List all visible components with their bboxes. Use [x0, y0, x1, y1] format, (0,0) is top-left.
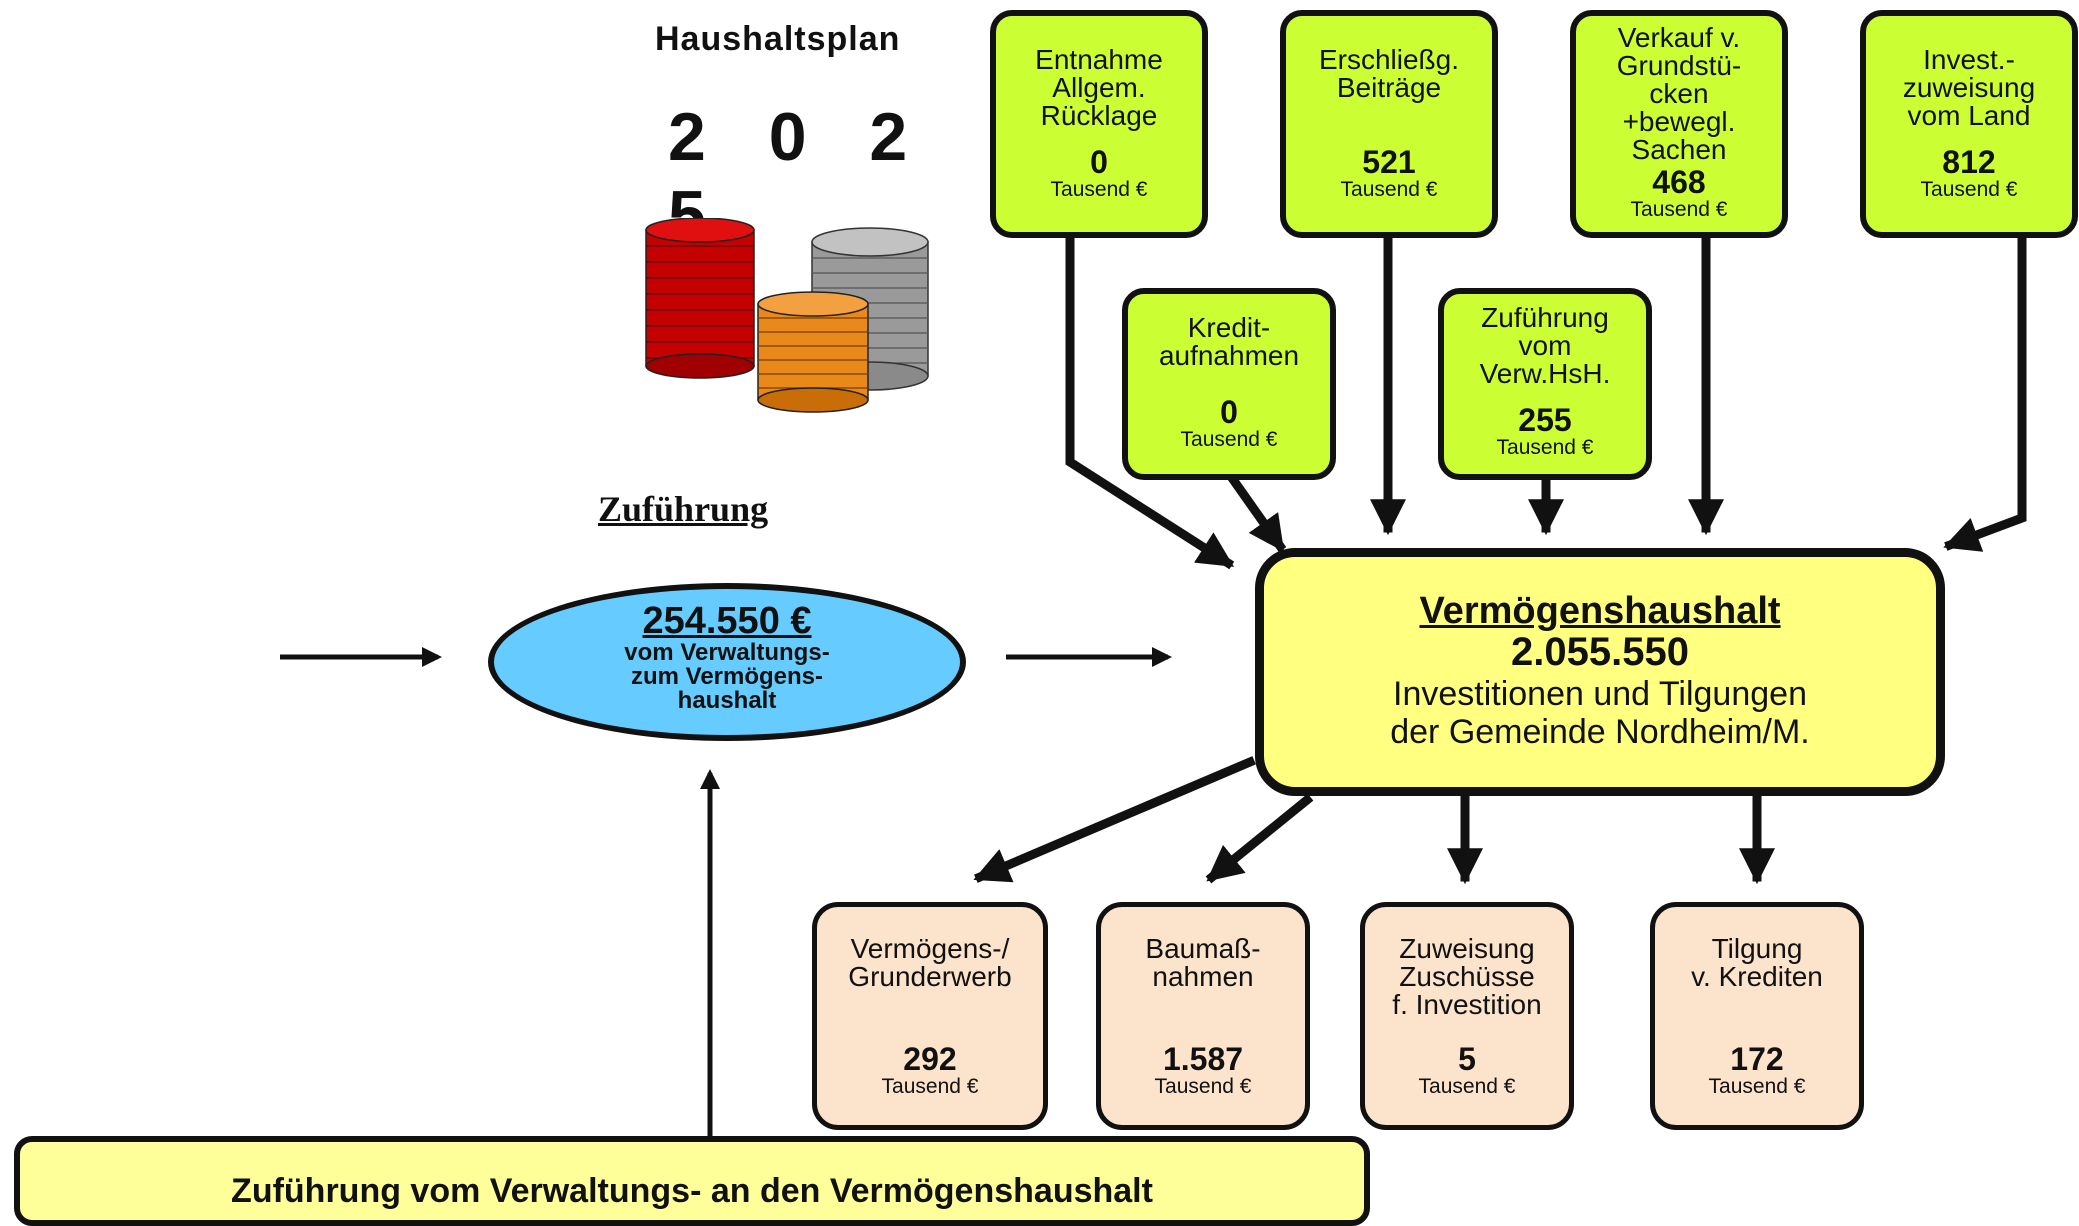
use-value: 5 — [1458, 1041, 1476, 1077]
source-label: Zuführung vom Verw.HsH. — [1479, 302, 1611, 389]
arrow-kredit — [1225, 471, 1287, 553]
source-label: Entnahme Allgem. Rücklage — [1035, 44, 1163, 131]
source-label: Erschließg. Beiträge — [1318, 44, 1460, 103]
source-value: 521 — [1362, 144, 1416, 180]
source-unit: Tausend € — [1180, 428, 1278, 451]
transfer-heading: Zuführung — [598, 489, 769, 529]
use-label: Tilgung v. Krediten — [1691, 933, 1823, 992]
source-box-zufuehrung-verwhsh: Zuführung vom Verw.HsH. 255 Tausend € — [1438, 288, 1652, 480]
source-value: 468 — [1652, 164, 1706, 200]
source-label: Invest.- zuweisung vom Land — [1902, 44, 2036, 131]
arrow-land — [1943, 231, 2027, 552]
use-box-tilgung: Tilgung v. Krediten 172 Tausend € — [1650, 902, 1864, 1130]
source-unit: Tausend € — [1630, 198, 1728, 221]
source-unit: Tausend € — [1050, 178, 1148, 201]
main-description: Investitionen und Tilgungen der Gemeinde… — [1390, 675, 1810, 751]
source-value: 812 — [1942, 144, 1996, 180]
coin-stacks-icon — [645, 218, 929, 413]
use-unit: Tausend € — [1154, 1075, 1252, 1098]
footer-banner: Zuführung vom Verwaltungs- an den Vermög… — [14, 1136, 1370, 1226]
plan-title: Haushaltsplan — [655, 20, 901, 58]
use-unit: Tausend € — [881, 1075, 979, 1098]
arrow-ruecklage — [1065, 231, 1235, 570]
arrow-to-grunderwerb — [973, 756, 1256, 883]
transfer-ellipse: 254.550 € vom Verwaltungs- zum Vermögens… — [488, 583, 966, 741]
source-label: Verkauf v. Grundstü- cken +bewegl. Sache… — [1616, 22, 1742, 165]
use-box-zuweisung-zuschuesse: Zuweisung Zuschüsse f. Investition 5 Tau… — [1360, 902, 1574, 1130]
source-box-erschliessung: Erschließg. Beiträge 521 Tausend € — [1280, 10, 1498, 238]
use-label: Vermögens-/ Grunderwerb — [848, 933, 1012, 992]
vermoegenshaushalt-box: Vermögenshaushalt 2.055.550 Investitione… — [1255, 548, 1945, 796]
source-box-kreditaufnahmen: Kredit- aufnahmen 0 Tausend € — [1122, 288, 1336, 480]
use-box-baumassnahmen: Baumaß- nahmen 1.587 Tausend € — [1096, 902, 1310, 1130]
main-value: 2.055.550 — [1511, 630, 1689, 674]
source-box-verkauf: Verkauf v. Grundstü- cken +bewegl. Sache… — [1570, 10, 1788, 238]
use-unit: Tausend € — [1418, 1075, 1516, 1098]
use-label: Baumaß- nahmen — [1145, 933, 1261, 992]
use-value: 172 — [1730, 1041, 1784, 1077]
red-coin-stack — [645, 218, 755, 379]
transfer-description: vom Verwaltungs- zum Vermögens- haushalt — [624, 639, 830, 714]
orange-coin-stack — [757, 291, 869, 413]
source-value: 0 — [1090, 144, 1108, 180]
source-label: Kredit- aufnahmen — [1158, 312, 1300, 371]
source-value: 0 — [1220, 394, 1238, 430]
use-value: 1.587 — [1162, 1041, 1244, 1077]
source-unit: Tausend € — [1340, 178, 1438, 201]
source-unit: Tausend € — [1920, 178, 2018, 201]
use-value: 292 — [903, 1041, 957, 1077]
use-box-grunderwerb: Vermögens-/ Grunderwerb 292 Tausend € — [812, 902, 1048, 1130]
source-box-entnahme-ruecklage: Entnahme Allgem. Rücklage 0 Tausend € — [990, 10, 1208, 238]
source-unit: Tausend € — [1496, 436, 1594, 459]
arrow-to-baumassnahmen — [1205, 793, 1314, 884]
transfer-value: 254.550 € — [642, 600, 812, 642]
source-value: 255 — [1518, 402, 1572, 438]
main-title: Vermögenshaushalt — [1419, 590, 1781, 632]
use-label: Zuweisung Zuschüsse f. Investition — [1392, 933, 1542, 1020]
plan-year: 2 0 2 5 — [668, 99, 930, 253]
source-box-investzuweisung: Invest.- zuweisung vom Land 812 Tausend … — [1860, 10, 2078, 238]
use-unit: Tausend € — [1708, 1075, 1806, 1098]
